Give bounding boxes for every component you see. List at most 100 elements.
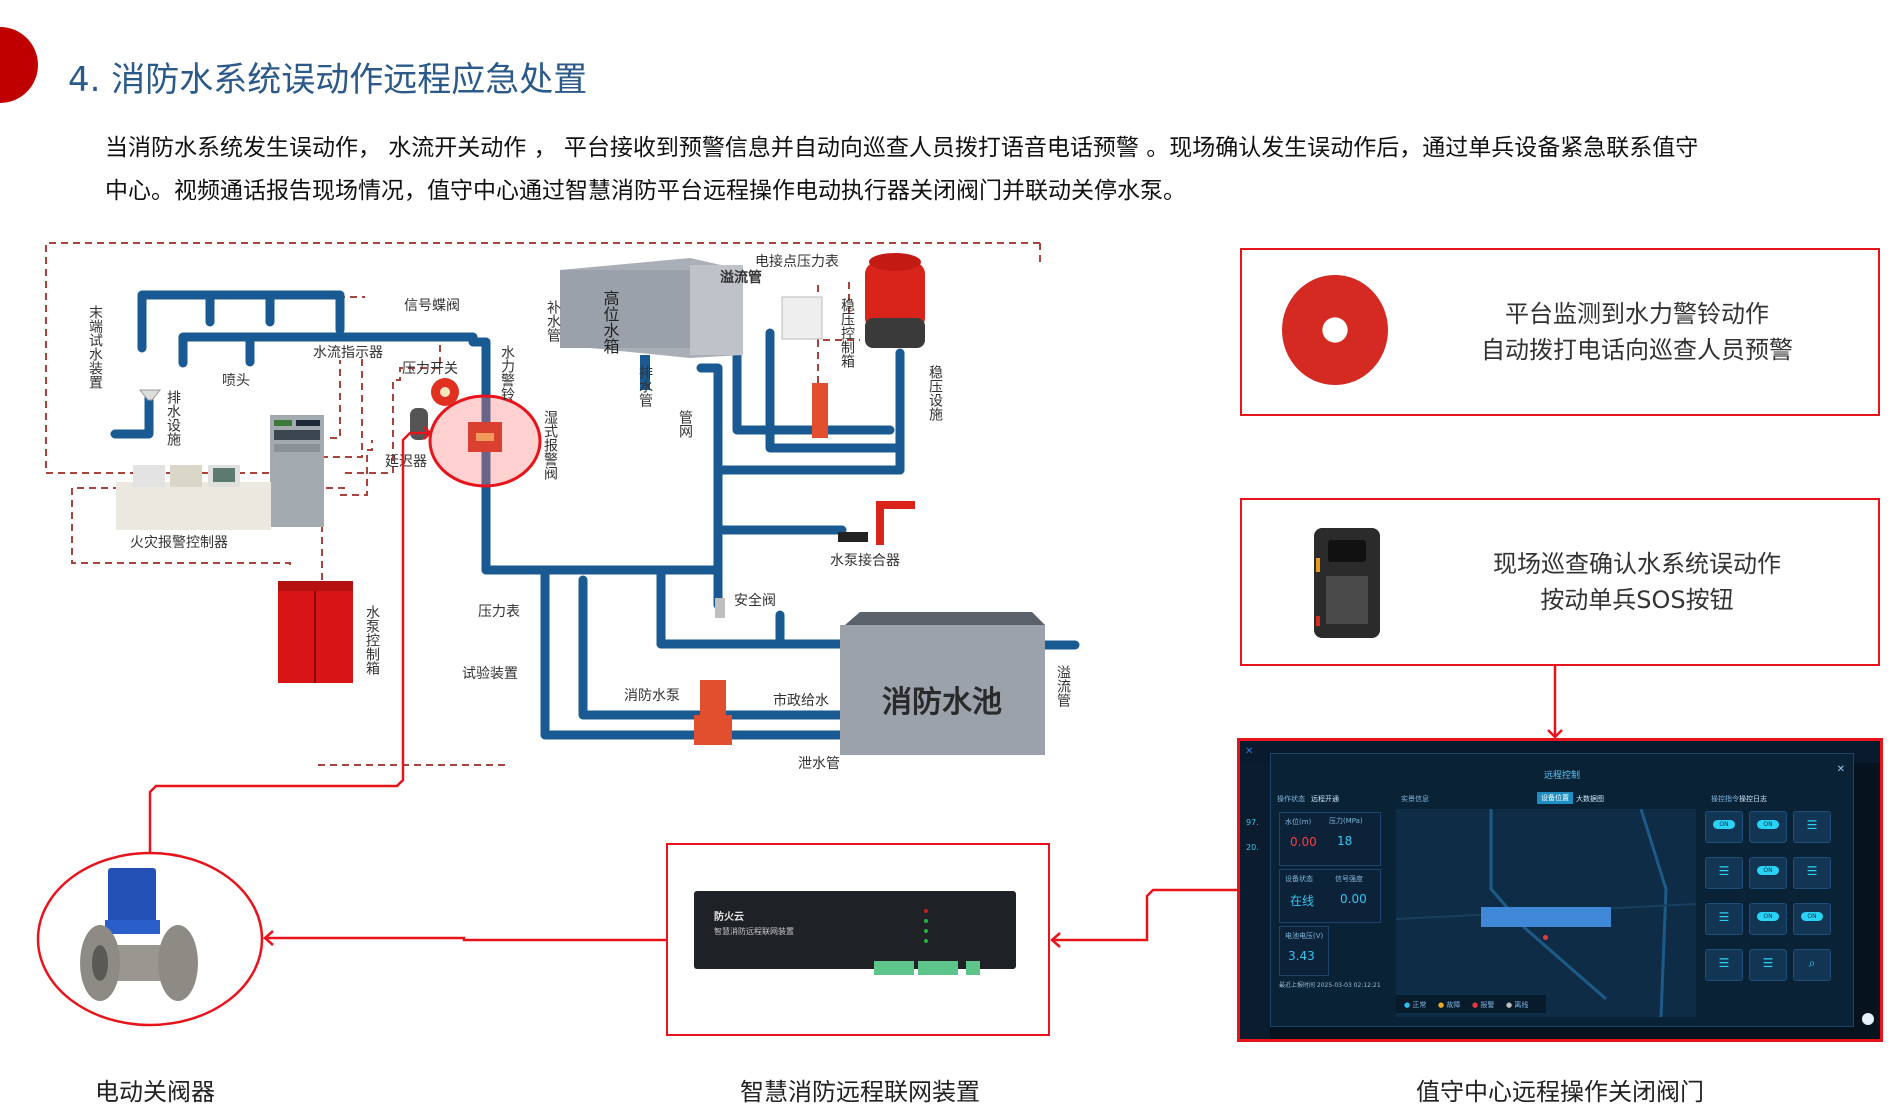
label-high-tank: 高位水箱 xyxy=(601,290,620,354)
metric-card-5: 电池电压(V) 3.43 xyxy=(1279,926,1329,976)
label-pump-adapter: 水泵接合器 xyxy=(830,552,900,569)
control-tile[interactable]: ☰ xyxy=(1749,949,1787,981)
electric-valve-graphic xyxy=(36,851,264,1027)
pipes xyxy=(110,290,1080,740)
modal-title: 远程控制 xyxy=(1543,771,1580,781)
iot-device-graphic: 防火云 智慧消防远程联网装置 xyxy=(694,891,1016,975)
arrowhead-center xyxy=(1547,729,1563,739)
right-tab-2[interactable]: 操控日志 xyxy=(1739,795,1767,803)
description-line-2: 中心。视频通话报告现场情况，值守中心通过智慧消防平台远程操作电动执行器关闭阀门并… xyxy=(105,178,1186,204)
map-marker-icon[interactable] xyxy=(1543,935,1548,940)
device-name-label: 智慧消防远程联网装置 xyxy=(714,927,794,936)
diagram-labels: 末端试水装置 排水设施 喷头 水流指示器 信号蝶阀 压力开关 延迟器 水力警铃 … xyxy=(87,253,1071,772)
body-camera-icon xyxy=(1314,528,1380,638)
label-stabilizer: 稳压设施 xyxy=(927,365,943,421)
label-drain-out: 泄水管 xyxy=(798,756,840,772)
map-tab-location[interactable]: 设备位置 xyxy=(1537,792,1573,804)
label-signal-valve: 信号蝶阀 xyxy=(404,298,460,314)
arrowhead-alarm xyxy=(423,426,432,440)
label-flow-indicator: 水流指示器 xyxy=(313,345,383,361)
fire-pool-graphic: 消防水池 xyxy=(840,612,1045,755)
modal-close-icon[interactable]: ✕ xyxy=(1836,764,1845,775)
step-sos-box: 现场巡查确认水系统误动作 按动单兵SOS按钮 xyxy=(1240,498,1880,666)
label-fire-pool: 消防水池 xyxy=(882,685,1002,720)
label-water-gong: 水力警铃 xyxy=(499,345,515,401)
fire-alarm-controller-graphic xyxy=(116,415,324,530)
duty-center-dashboard: ✕ 97. 20. 远程控制 ✕ 操作状态 远程开通 实景信息 设备位置 大数据… xyxy=(1237,738,1883,1042)
device-brand: 防火云 xyxy=(714,912,744,923)
map-title: 实景信息 xyxy=(1401,795,1429,803)
control-tile[interactable]: ☰ xyxy=(1793,811,1831,843)
left-tab-2[interactable]: 远程开通 xyxy=(1311,795,1339,803)
map-legend: ● 正常 ● 故障 ● 报警 ● 离线 xyxy=(1396,995,1546,1013)
control-tile[interactable]: ON xyxy=(1749,903,1787,935)
label-fire-alarm-controller: 火灾报警控制器 xyxy=(130,534,228,551)
flow-connectors xyxy=(148,426,1563,948)
sliders-icon: ☰ xyxy=(1718,910,1730,924)
control-tile[interactable]: ON xyxy=(1793,903,1831,935)
side-value-2: 20. xyxy=(1246,843,1259,852)
label-sprinkler: 喷头 xyxy=(222,373,250,389)
control-grid: ON ON ☰ ☰ ON ☰ ☰ ON ON ☰ ☰ ⌕ xyxy=(1703,809,1845,1017)
metric-card-2: 压力(MPa) 18 xyxy=(1329,817,1363,848)
map-popup xyxy=(1481,907,1611,927)
label-overflow-pool: 溢流管 xyxy=(1055,665,1071,707)
pump-control-cabinet-graphic xyxy=(278,581,353,683)
control-tile[interactable]: ☰ xyxy=(1705,949,1743,981)
sliders-icon: ☰ xyxy=(1718,956,1730,970)
label-makeup-pipe: 补水管 xyxy=(545,300,561,342)
sliders-icon: ☰ xyxy=(1806,864,1818,878)
dashboard-sidebar: 97. 20. xyxy=(1240,763,1270,1039)
control-tile[interactable]: ON xyxy=(1705,811,1743,843)
arrowhead-valve xyxy=(263,930,274,946)
label-pump-control-cabinet: 水泵控制箱 xyxy=(364,605,380,675)
caption-iot-device: 智慧消防远程联网装置 xyxy=(740,1078,980,1106)
remote-control-modal: 远程控制 ✕ 操作状态 远程开通 实景信息 设备位置 大数据图 操控指令 操控日… xyxy=(1270,753,1854,1027)
control-tile[interactable]: ☰ xyxy=(1705,903,1743,935)
sliders-icon: ☰ xyxy=(1806,818,1818,832)
wet-alarm-valve-highlight xyxy=(410,378,542,488)
metric-value-voltage: 3.43 xyxy=(1288,949,1315,963)
metric-value-signal: 0.00 xyxy=(1340,892,1367,906)
control-tile[interactable]: ☰ xyxy=(1705,857,1743,889)
label-municipal-supply: 市政给水 xyxy=(773,692,829,709)
drain-pipe-stub xyxy=(640,355,650,390)
last-report-time: 最近上报时间 2025-03-03 02:12:21 xyxy=(1279,982,1381,989)
metric-value-water-level: 0.00 xyxy=(1290,835,1317,849)
label-test-device: 试验装置 xyxy=(462,666,518,682)
connector-center-to-device xyxy=(1052,888,1237,942)
label-pressure-switch: 压力开关 xyxy=(402,361,458,377)
step1-line2: 自动拨打电话向巡查人员预警 xyxy=(1481,336,1793,364)
left-tab-1[interactable]: 操作状态 xyxy=(1277,795,1305,803)
label-wet-alarm-valve: 湿式报警阀 xyxy=(542,410,558,481)
label-overflow-top: 溢流管 xyxy=(720,269,762,286)
label-pressure-gauge: 压力表 xyxy=(478,604,520,620)
caption-duty-center: 值守中心远程操作关闭阀门 xyxy=(1416,1078,1704,1106)
app-logo-icon: ✕ xyxy=(1245,746,1254,757)
label-ecp-gauge: 电接点压力表 xyxy=(755,253,839,270)
pump-adapter-graphic xyxy=(838,501,915,545)
right-tab-1[interactable]: 操控指令 xyxy=(1711,795,1739,803)
label-delay: 延迟器 xyxy=(385,454,427,470)
description-line-1: 当消防水系统发生误动作， 水流开关动作 ， 平台接收到预警信息并自动向巡查人员拨… xyxy=(105,135,1699,161)
side-value-1: 97. xyxy=(1246,818,1259,827)
control-tile[interactable]: ON xyxy=(1749,857,1787,889)
map-tab-bigdata[interactable]: 大数据图 xyxy=(1576,795,1604,803)
label-drain-pipe: 排水管 xyxy=(637,365,653,407)
label-end-test: 末端试水装置 xyxy=(87,305,103,389)
safety-valve-graphic xyxy=(715,598,725,618)
map-view[interactable]: ● 正常 ● 故障 ● 报警 ● 离线 xyxy=(1396,809,1696,1017)
assistant-float-icon[interactable] xyxy=(1862,1013,1874,1025)
control-tile[interactable]: ⌕ xyxy=(1793,949,1831,981)
control-tile[interactable]: ☰ xyxy=(1793,857,1831,889)
drain-funnel xyxy=(138,389,162,401)
step1-line1: 平台监测到水力警铃动作 xyxy=(1505,300,1769,328)
connector-device-to-valve xyxy=(265,936,666,942)
page-title: 4. 消防水系统误动作远程应急处置 xyxy=(68,60,588,100)
control-tile[interactable]: ON xyxy=(1749,811,1787,843)
label-stabilizer-control: 稳压控制箱 xyxy=(839,298,855,368)
label-fire-pump: 消防水泵 xyxy=(624,688,680,704)
sliders-icon: ☰ xyxy=(1762,956,1774,970)
search-icon: ⌕ xyxy=(1808,956,1816,970)
stabilizer-pump-graphic xyxy=(812,383,828,438)
